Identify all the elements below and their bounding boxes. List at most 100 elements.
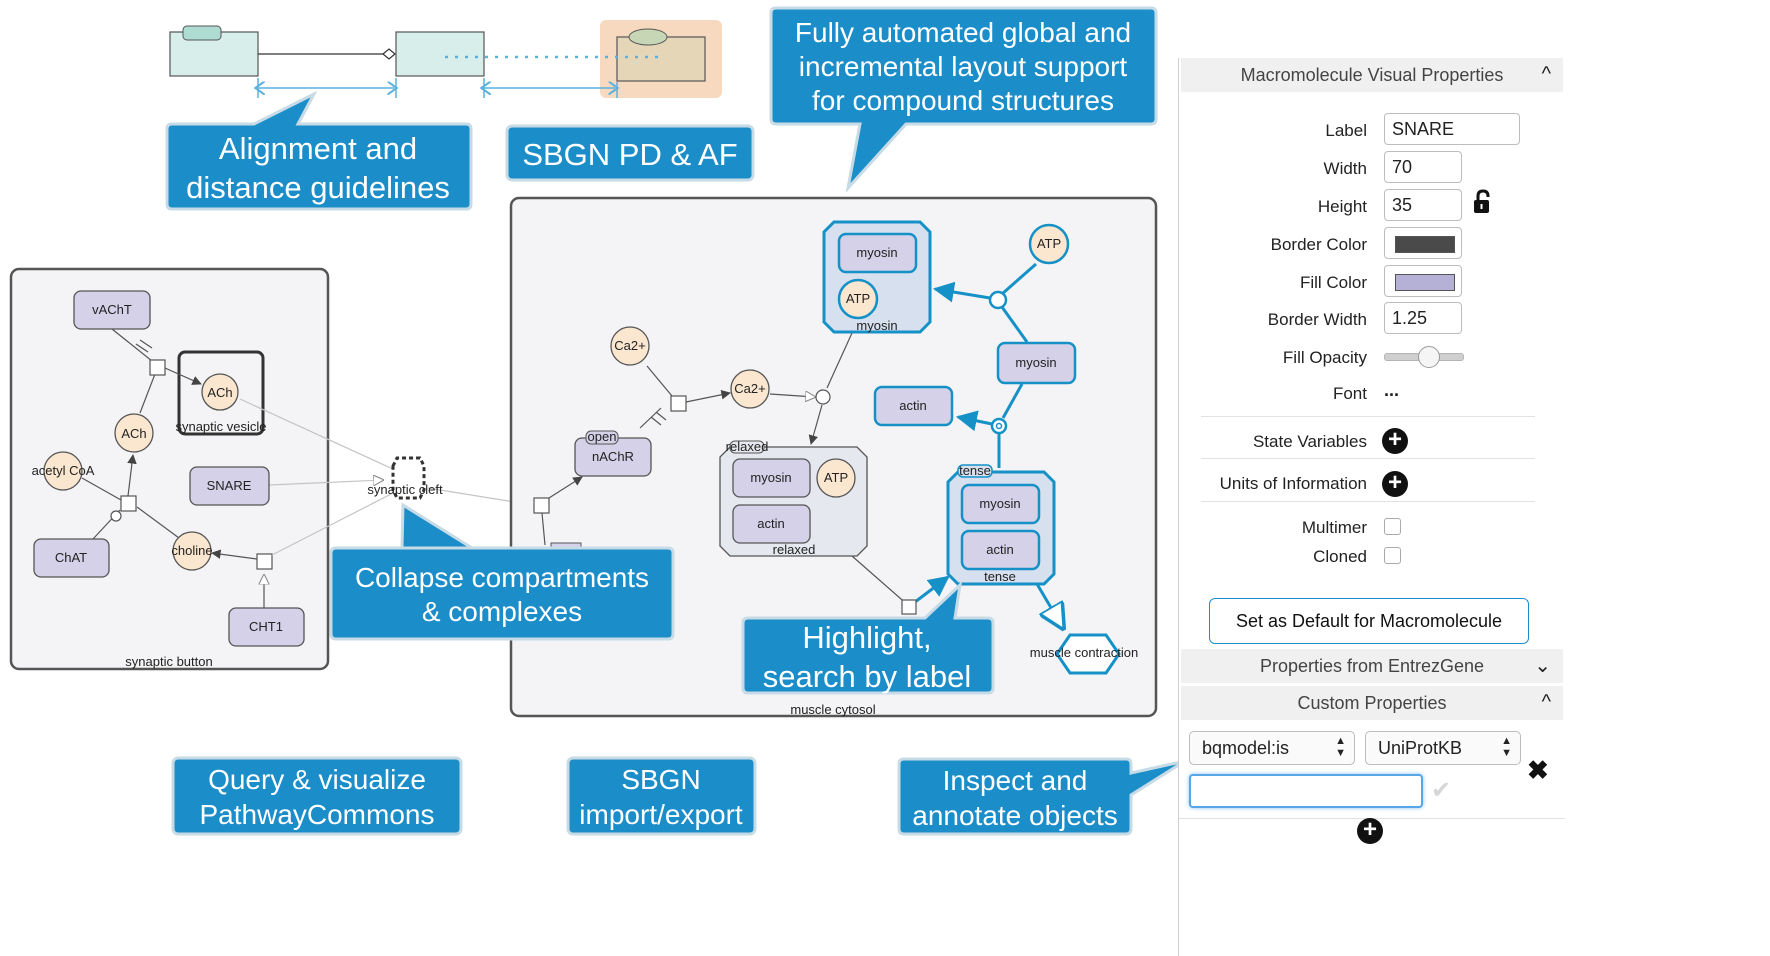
node-relaxed-actin[interactable] [732, 504, 811, 544]
state-variable-tense[interactable] [957, 464, 993, 478]
node-cht1[interactable] [228, 607, 305, 647]
fill-color-picker[interactable] [1384, 265, 1462, 297]
node-tense-myosin[interactable] [960, 483, 1041, 525]
multimer-checkbox[interactable] [1384, 518, 1401, 535]
node-myosin-right[interactable] [996, 341, 1077, 385]
collapsed-compartment-synaptic-cleft[interactable] [391, 456, 426, 500]
height-input[interactable] [1384, 189, 1462, 221]
node-complex-myosin[interactable] [837, 232, 918, 274]
entrez-properties-header[interactable]: Properties from EntrezGene ⌄ [1181, 649, 1563, 683]
add-unit-of-information-icon[interactable]: + [1382, 471, 1408, 497]
process-node[interactable] [533, 497, 550, 514]
node-tense-actin[interactable] [960, 529, 1041, 571]
add-state-variable-icon[interactable]: + [1382, 428, 1408, 454]
annotation-id-input[interactable] [1189, 774, 1423, 808]
custom-properties-header[interactable]: Custom Properties ^ [1181, 686, 1563, 720]
process-node[interactable] [670, 395, 687, 412]
label-field-label: Label [1325, 121, 1367, 140]
select-arrows-icon: ▲▼ [1501, 735, 1512, 759]
callout-import-export-line1: SBGN [621, 764, 700, 795]
association-node[interactable] [988, 290, 1008, 310]
guide-node-1-state [182, 25, 222, 41]
node-relaxed-atp[interactable] [816, 458, 856, 498]
fill-color-row: Fill Color [1179, 265, 1565, 301]
confirm-check-icon[interactable]: ✔ [1431, 777, 1452, 804]
callout-inspect-line1: Inspect and [943, 765, 1088, 796]
qualifier-select[interactable]: bqmodel:is ▲▼ [1189, 731, 1355, 765]
process-node[interactable] [120, 495, 137, 512]
set-default-button-label: Set as Default for Macromolecule [1235, 610, 1503, 631]
node-ca-top[interactable] [610, 326, 650, 366]
alignment-illustration [169, 20, 722, 98]
state-variable-open[interactable] [585, 430, 619, 445]
state-variable-relaxed[interactable] [729, 440, 765, 454]
macromolecule-properties-header[interactable]: Macromolecule Visual Properties ^ [1181, 58, 1563, 92]
compartment-label: muscle cytosol [790, 702, 875, 717]
border-color-picker[interactable] [1384, 227, 1462, 259]
chevron-down-icon[interactable]: ⌄ [1534, 655, 1551, 677]
database-select[interactable]: UniProtKB ▲▼ [1365, 731, 1521, 765]
callout-import-export: SBGN import/export [566, 756, 757, 836]
node-ca-mid-label: Ca2+ [734, 381, 765, 396]
chevron-up-icon[interactable]: ^ [1541, 63, 1551, 85]
width-input[interactable] [1384, 151, 1462, 183]
node-complex-atp[interactable] [837, 278, 879, 320]
add-annotation-icon[interactable]: + [1357, 818, 1383, 844]
callout-alignment-line2: distance guidelines [186, 170, 450, 205]
node-tense-actin-label: actin [986, 542, 1013, 557]
callout-query: Query & visualize PathwayCommons [171, 756, 463, 836]
complex-tense-label: tense [984, 569, 1016, 584]
fill-color-swatch [1395, 274, 1455, 291]
node-atp-right[interactable] [1028, 223, 1070, 265]
select-arrows-icon: ▲▼ [1335, 735, 1346, 759]
set-default-button[interactable]: Set as Default for Macromolecule [1209, 598, 1529, 644]
process-node[interactable] [901, 599, 917, 615]
remove-annotation-icon[interactable]: ✖ [1527, 755, 1549, 785]
node-vacht[interactable] [73, 290, 151, 330]
node-relaxed-actin-label: actin [757, 516, 784, 531]
label-input[interactable] [1384, 113, 1520, 145]
node-ach-vesicle[interactable] [201, 373, 239, 411]
node-actin[interactable] [873, 385, 954, 427]
cloned-checkbox[interactable] [1384, 547, 1401, 564]
association-node[interactable] [815, 389, 831, 405]
node-myosin-right-label: myosin [1015, 355, 1056, 370]
node-ca-mid[interactable] [730, 369, 770, 409]
guide-node-3 [616, 36, 706, 82]
process-node[interactable] [149, 359, 166, 376]
multimer-row: Multimer [1179, 510, 1565, 546]
node-ach[interactable] [114, 413, 154, 453]
fill-opacity-field-label: Fill Opacity [1282, 348, 1367, 367]
dissociation-node[interactable] [990, 417, 1008, 435]
node-snare[interactable] [189, 466, 270, 506]
state-variables-row: State Variables + [1179, 424, 1565, 460]
complex-myosin-label: myosin [856, 318, 897, 333]
callout-alignment: Alignment and distance guidelines [165, 90, 473, 211]
aspect-lock-icon[interactable] [1471, 189, 1493, 215]
node-muscle-contraction[interactable] [1055, 633, 1121, 675]
multimer-label: Multimer [1301, 518, 1367, 537]
compartment-synaptic-vesicle[interactable] [177, 350, 265, 436]
properties-panel: Macromolecule Visual Properties ^ Label … [1178, 58, 1565, 956]
chevron-up-icon[interactable]: ^ [1541, 691, 1551, 713]
node-choline[interactable] [172, 531, 212, 571]
callout-highlight-line1: Highlight, [802, 620, 931, 655]
cleft-label: synaptic cleft [367, 482, 443, 497]
width-field-label: Width [1323, 159, 1367, 178]
callout-layout-line1: Fully automated global and [795, 17, 1131, 48]
complex-relaxed-label: relaxed [773, 542, 816, 557]
units-of-information-row: Units of Information + [1179, 466, 1565, 502]
node-complex-atp-label: ATP [846, 291, 870, 306]
callout-collapse-line2: & complexes [422, 596, 582, 627]
process-node[interactable] [256, 553, 273, 570]
fill-opacity-row: Fill Opacity [1179, 340, 1565, 376]
fill-opacity-slider[interactable] [1384, 346, 1464, 368]
node-chat[interactable] [33, 538, 110, 578]
font-picker-button[interactable]: ... [1384, 380, 1400, 400]
fill-opacity-slider-thumb[interactable] [1417, 346, 1440, 368]
border-width-input[interactable] [1384, 302, 1462, 334]
node-relaxed-atp-label: ATP [824, 470, 848, 485]
node-relaxed-myosin[interactable] [732, 458, 811, 498]
node-acetyl-coa[interactable] [43, 451, 83, 491]
